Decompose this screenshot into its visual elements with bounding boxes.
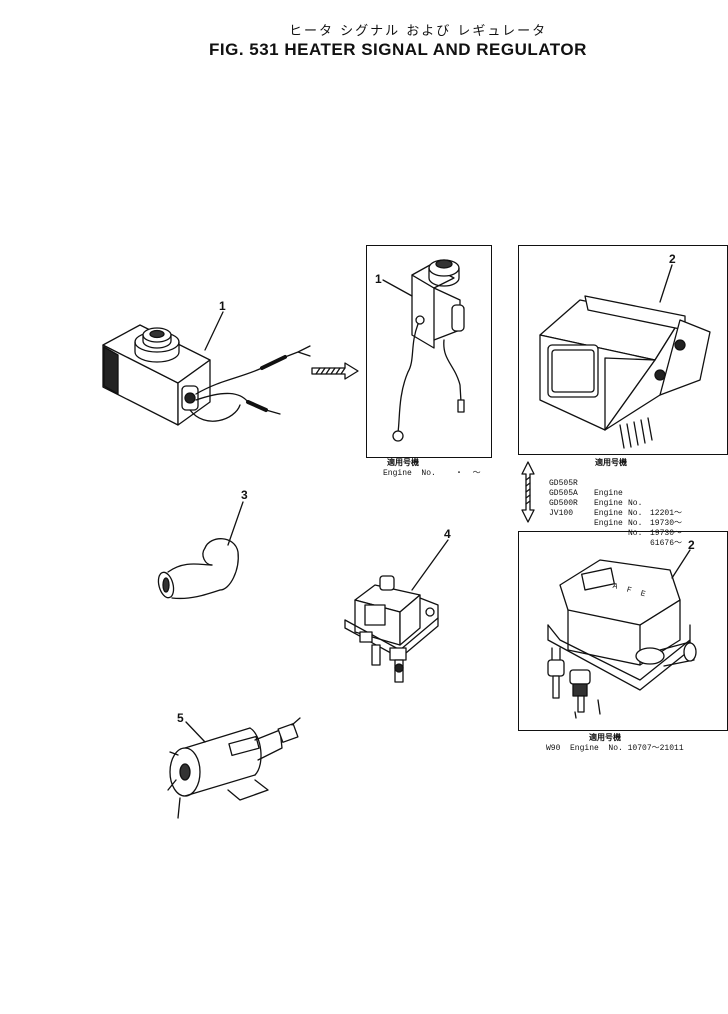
callout-part-1-inset: 1	[375, 272, 382, 286]
regulator-unit-drawing-bottom	[547, 559, 697, 719]
heater-inset-engine-line: Engine No. ・ ～	[383, 469, 481, 478]
engine-label: Engine	[594, 519, 623, 528]
engine-model: GD500R	[549, 499, 578, 508]
engine-no-label: No.	[628, 509, 643, 518]
rubber-boot-drawing	[157, 538, 239, 600]
heater-signal-unit-drawing	[102, 324, 311, 426]
engine-model: GD505R	[549, 479, 578, 488]
heater-inset-applicable-label: 適用号機	[387, 459, 419, 468]
engine-serial: 12201～	[650, 509, 683, 518]
regulator-bottom-applicable-label: 適用号機	[589, 734, 621, 743]
callout-part-2-bottom: 2	[688, 538, 695, 552]
engine-serial: 61676～	[650, 539, 683, 548]
part-1-inset-leader-line	[382, 279, 413, 297]
part-2-top-leader-line	[659, 264, 673, 303]
callout-part-1: 1	[219, 299, 226, 313]
part-2-bottom-leader-line	[671, 549, 691, 579]
engine-no-label: No.	[628, 499, 643, 508]
solenoid-drawing	[167, 717, 301, 819]
part-5-leader-line	[185, 721, 206, 743]
callout-part-3: 3	[241, 488, 248, 502]
engine-model: GD505A	[549, 489, 578, 498]
engine-no-label: No.	[628, 519, 643, 528]
callout-part-4: 4	[444, 527, 451, 541]
engine-label: Engine	[594, 499, 623, 508]
engine-model: JV100	[549, 509, 574, 518]
regulator-top-engine-table: GD505R Engine No. 12201～ GD505A Engine N…	[549, 469, 682, 548]
relay-drawing	[344, 575, 439, 683]
heater-signal-inset-frame	[366, 245, 492, 458]
engine-row: GD505A Engine No. 19730～	[549, 479, 682, 528]
figure-subtitle-japanese: ヒータ シグナル および レギュレータ	[289, 24, 548, 39]
engine-label: Engine	[594, 489, 623, 498]
regulator-bottom-engine-line: W90 Engine No. 10707～21011	[546, 744, 684, 753]
callout-part-2-top: 2	[669, 252, 676, 266]
part-1-leader-line	[204, 311, 224, 351]
part-3-leader-line	[227, 501, 244, 546]
regulator-top-applicable-label: 適用号機	[595, 459, 627, 468]
engine-row: GD505R Engine No. 12201～	[549, 469, 682, 518]
detail-arrow	[311, 362, 359, 380]
engine-row: GD500R Engine No. 19730～	[549, 489, 682, 538]
engine-serial: 19730～	[650, 529, 683, 538]
heater-signal-variant-drawing	[392, 259, 465, 442]
engine-label: Engine	[594, 509, 623, 518]
regulator-unit-drawing-top	[539, 295, 711, 449]
part-4-leader-line	[411, 539, 449, 591]
engine-row: JV100 Engine No. 61676～	[549, 499, 682, 548]
alternative-parts-arrow	[521, 461, 535, 523]
callout-part-5: 5	[177, 711, 184, 725]
engine-no-label: No.	[628, 529, 643, 538]
engine-serial: 19730～	[650, 519, 683, 528]
figure-title: FIG. 531 HEATER SIGNAL AND REGULATOR	[209, 40, 587, 59]
